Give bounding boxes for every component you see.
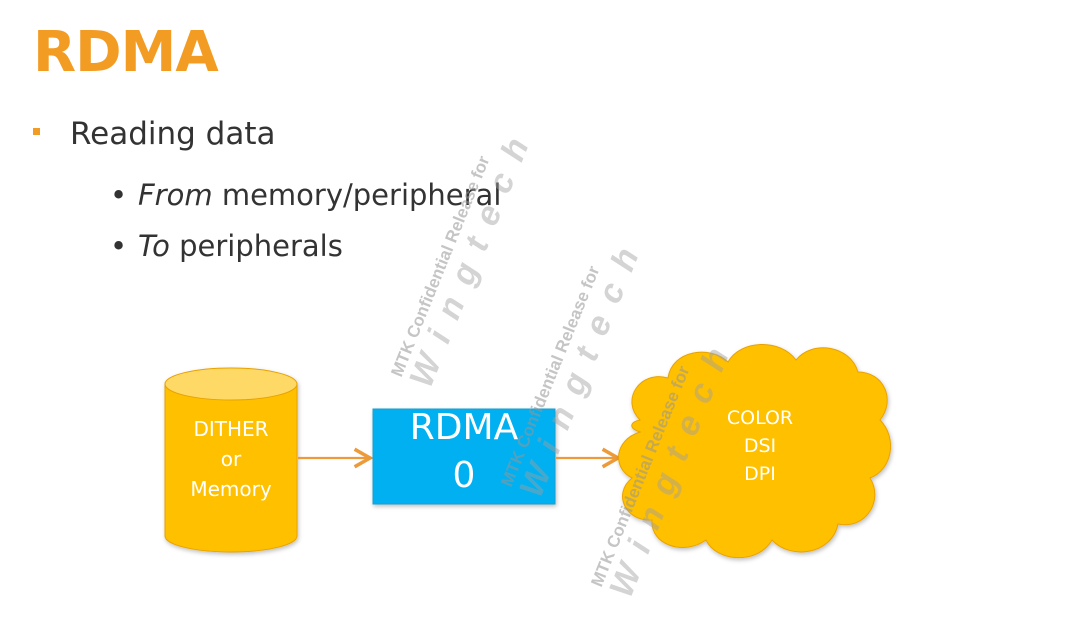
- rdma-label: RDMA 0: [373, 404, 555, 500]
- source-line-memory: Memory: [190, 477, 272, 501]
- bullet-from-memory: • From memory/peripheral: [110, 178, 501, 212]
- bullet-to-italic: To: [138, 229, 170, 263]
- slide-title: RDMA: [33, 20, 219, 85]
- bullet-to-peripherals: • To peripherals: [110, 229, 343, 263]
- rdma-line-index: 0: [452, 455, 476, 496]
- source-label: DITHER or Memory: [165, 414, 297, 504]
- targets-label: COLOR DSI DPI: [700, 404, 820, 488]
- targets-cloud: [618, 344, 892, 559]
- target-dsi: DSI: [743, 435, 777, 457]
- source-line-or: or: [220, 447, 242, 471]
- source-line-dither: DITHER: [193, 417, 269, 441]
- bullet-reading-data: Reading data: [70, 116, 276, 152]
- bullet-from-italic: From: [138, 178, 213, 212]
- bullet-dot-icon: •: [110, 178, 128, 212]
- target-dpi: DPI: [744, 463, 776, 485]
- source-cylinder: [164, 367, 298, 553]
- bullet-dot-icon: •: [110, 229, 128, 263]
- rdma-line-name: RDMA: [409, 407, 519, 448]
- bullet-to-text: peripherals: [169, 229, 343, 263]
- bullet-square-icon: [33, 128, 40, 135]
- bullet-from-text: memory/peripheral: [212, 178, 502, 212]
- rdma-box: [372, 408, 556, 505]
- target-color: COLOR: [726, 407, 794, 429]
